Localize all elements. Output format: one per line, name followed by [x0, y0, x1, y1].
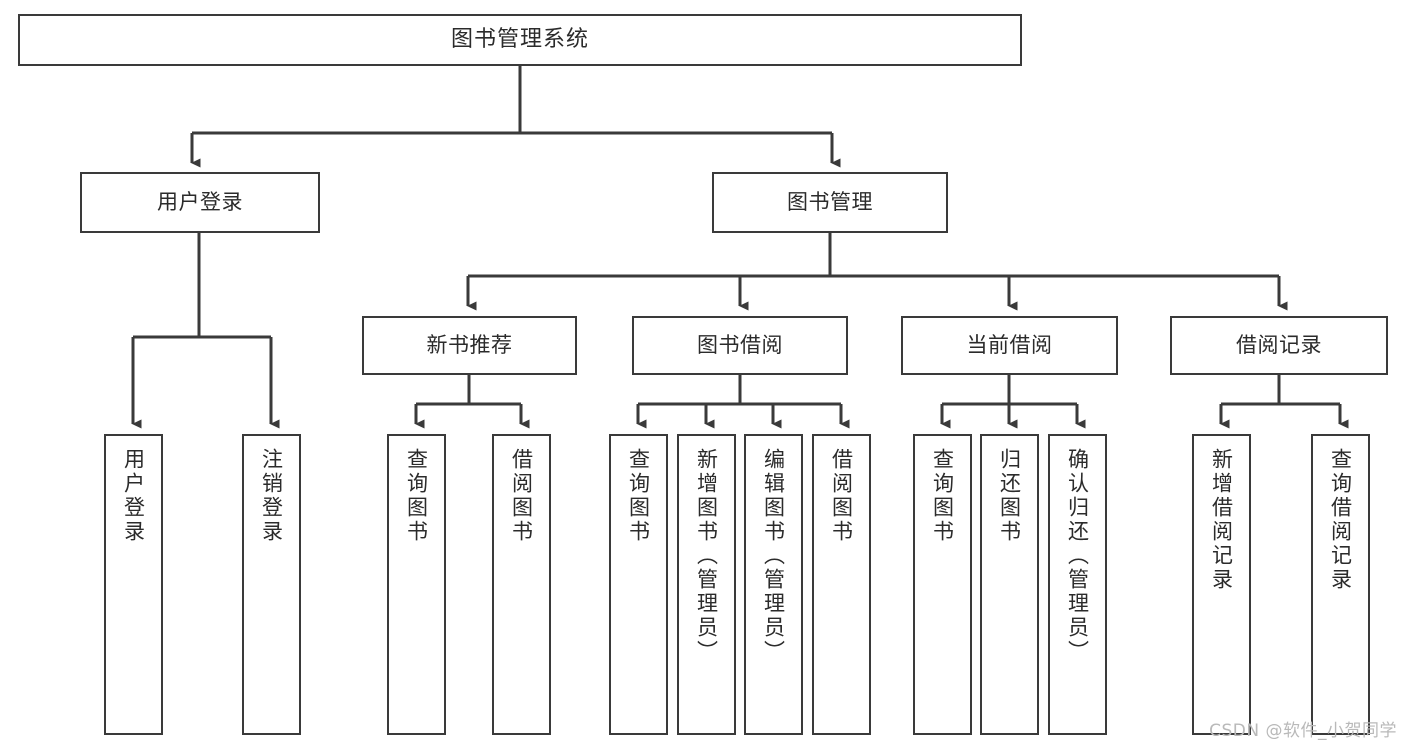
node-label: 注销登录: [259, 448, 284, 544]
node-root-system[interactable]: 图书管理系统: [18, 14, 1022, 66]
node-leaf-borrow-book-new[interactable]: 借阅图书: [492, 434, 551, 735]
node-label: 归还图书: [997, 448, 1022, 544]
node-label: 新书推荐: [426, 333, 513, 357]
node-current-borrow[interactable]: 当前借阅: [901, 316, 1118, 375]
node-leaf-query-book-new[interactable]: 查询图书: [387, 434, 446, 735]
node-label: 新增图书（管理员）: [694, 448, 719, 664]
node-label: 借阅图书: [829, 448, 854, 544]
node-label: 查询图书: [404, 448, 429, 544]
node-label: 图书管理系统: [450, 27, 589, 52]
csdn-watermark: CSDN @软件_小贺同学: [1209, 721, 1397, 741]
node-leaf-query-book-current[interactable]: 查询图书: [913, 434, 972, 735]
node-label: 用户登录: [157, 190, 243, 214]
node-user-login[interactable]: 用户登录: [80, 172, 320, 233]
node-leaf-logout[interactable]: 注销登录: [242, 434, 301, 735]
node-label: 当前借阅: [966, 333, 1053, 357]
node-leaf-user-login[interactable]: 用户登录: [104, 434, 163, 735]
node-label: 借阅图书: [509, 448, 534, 544]
node-label: 新增借阅记录: [1209, 448, 1234, 592]
node-book-management[interactable]: 图书管理: [712, 172, 948, 233]
node-label: 确认归还（管理员）: [1065, 448, 1090, 664]
node-label: 查询图书: [626, 448, 651, 544]
node-leaf-query-borrow-record[interactable]: 查询借阅记录: [1311, 434, 1370, 735]
node-label: 查询图书: [930, 448, 955, 544]
node-label: 借阅记录: [1236, 333, 1322, 357]
node-label: 用户登录: [121, 448, 146, 544]
node-leaf-confirm-return-admin[interactable]: 确认归还（管理员）: [1048, 434, 1107, 735]
node-leaf-edit-book-admin[interactable]: 编辑图书（管理员）: [744, 434, 803, 735]
node-new-book-recommend[interactable]: 新书推荐: [362, 316, 577, 375]
node-leaf-add-borrow-record[interactable]: 新增借阅记录: [1192, 434, 1251, 735]
node-label: 编辑图书（管理员）: [761, 448, 786, 664]
node-label: 查询借阅记录: [1328, 448, 1353, 592]
node-leaf-borrow-book[interactable]: 借阅图书: [812, 434, 871, 735]
node-leaf-query-book-borrow[interactable]: 查询图书: [609, 434, 668, 735]
node-leaf-add-book-admin[interactable]: 新增图书（管理员）: [677, 434, 736, 735]
node-label: 图书借阅: [697, 333, 783, 357]
node-book-borrow[interactable]: 图书借阅: [632, 316, 848, 375]
node-leaf-return-book[interactable]: 归还图书: [980, 434, 1039, 735]
node-label: 图书管理: [787, 190, 873, 214]
node-borrow-record[interactable]: 借阅记录: [1170, 316, 1388, 375]
